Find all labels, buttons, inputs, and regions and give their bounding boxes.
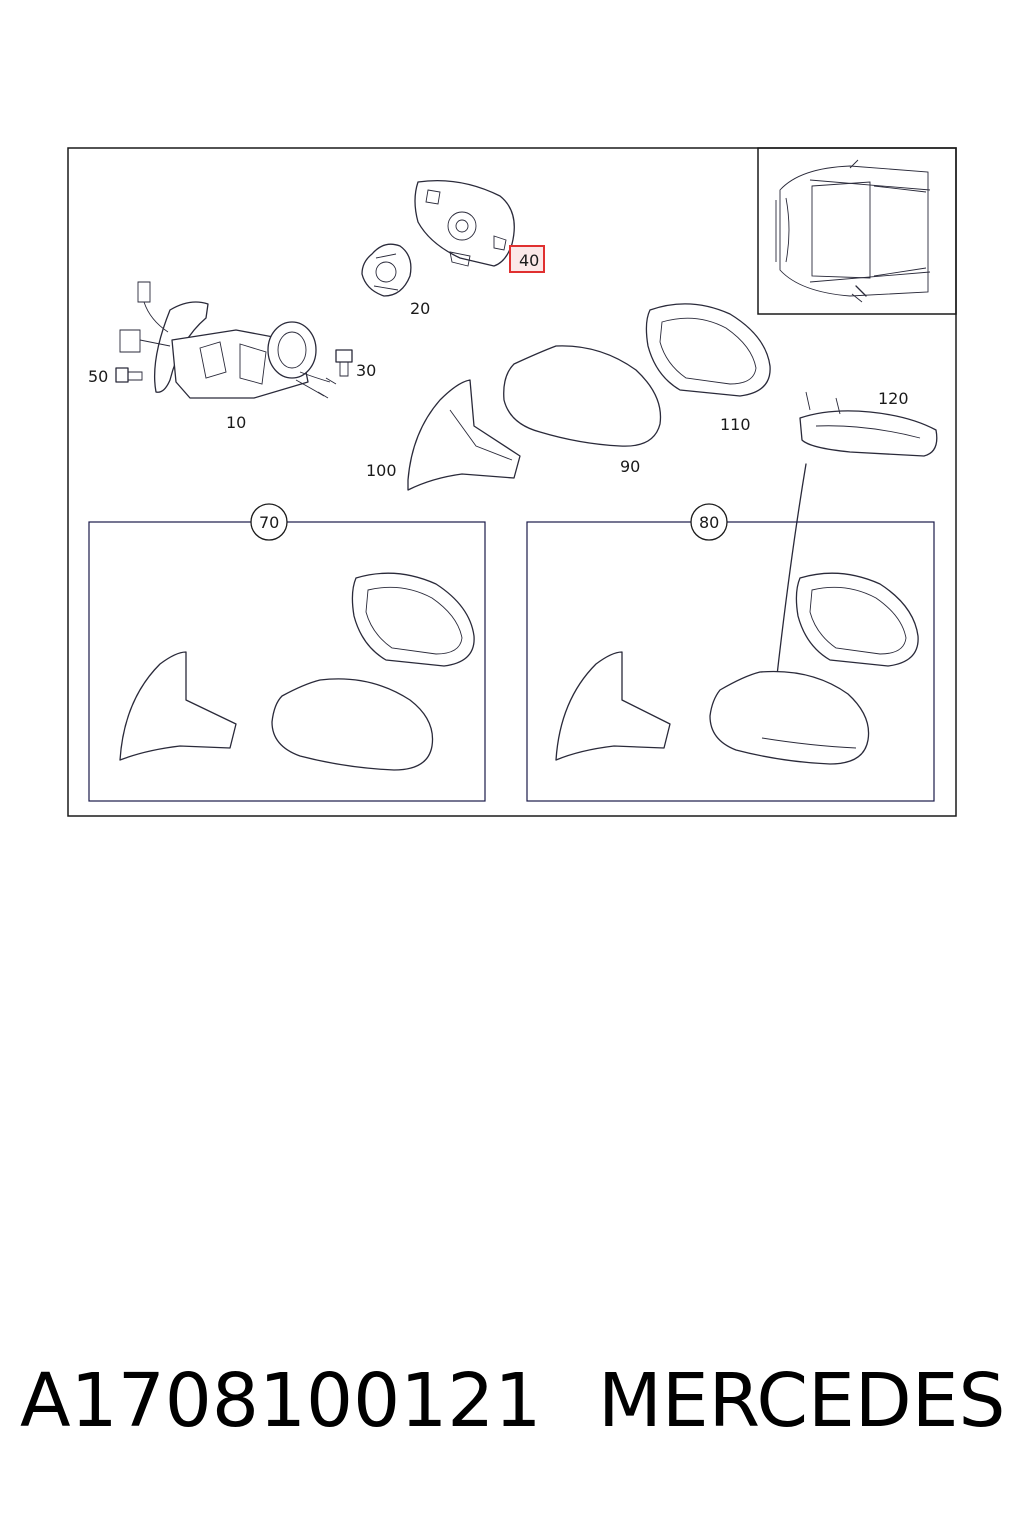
callout-40: 40 xyxy=(519,251,539,270)
part-10-mirror-base xyxy=(119,281,337,399)
car-thumbnail xyxy=(757,147,957,315)
variant-70-box xyxy=(88,521,486,802)
arrow-120-to-80 xyxy=(775,463,807,685)
callout-50: 50 xyxy=(88,367,108,386)
part-20-adjuster-motor xyxy=(361,243,412,297)
callout-40-highlight[interactable]: 40 xyxy=(509,245,545,273)
part-90-mirror-cover xyxy=(503,345,662,447)
part-50-screw xyxy=(115,367,143,383)
callout-80-circle: 80 xyxy=(690,503,728,541)
diagram-frame xyxy=(67,147,957,817)
callout-100: 100 xyxy=(366,461,397,480)
callout-20: 20 xyxy=(410,299,430,318)
part-number: A1708100121 xyxy=(20,1358,542,1444)
part-40-mirror-glass xyxy=(414,179,515,267)
callout-10: 10 xyxy=(226,413,246,432)
part-110-frame xyxy=(645,303,771,397)
brand-name: MERCEDES xyxy=(598,1358,1006,1444)
callout-120: 120 xyxy=(878,389,909,408)
callout-80: 80 xyxy=(699,513,719,532)
part-100-lower-housing xyxy=(407,379,521,491)
callout-70-circle: 70 xyxy=(250,503,288,541)
variant-80-box xyxy=(526,521,935,802)
callout-30: 30 xyxy=(356,361,376,380)
footer: A1708100121 MERCEDES xyxy=(0,1358,1024,1478)
part-30-screw xyxy=(335,349,353,377)
callout-110: 110 xyxy=(720,415,751,434)
callout-90: 90 xyxy=(620,457,640,476)
callout-70: 70 xyxy=(259,513,279,532)
part-120-turn-signal xyxy=(799,391,938,457)
